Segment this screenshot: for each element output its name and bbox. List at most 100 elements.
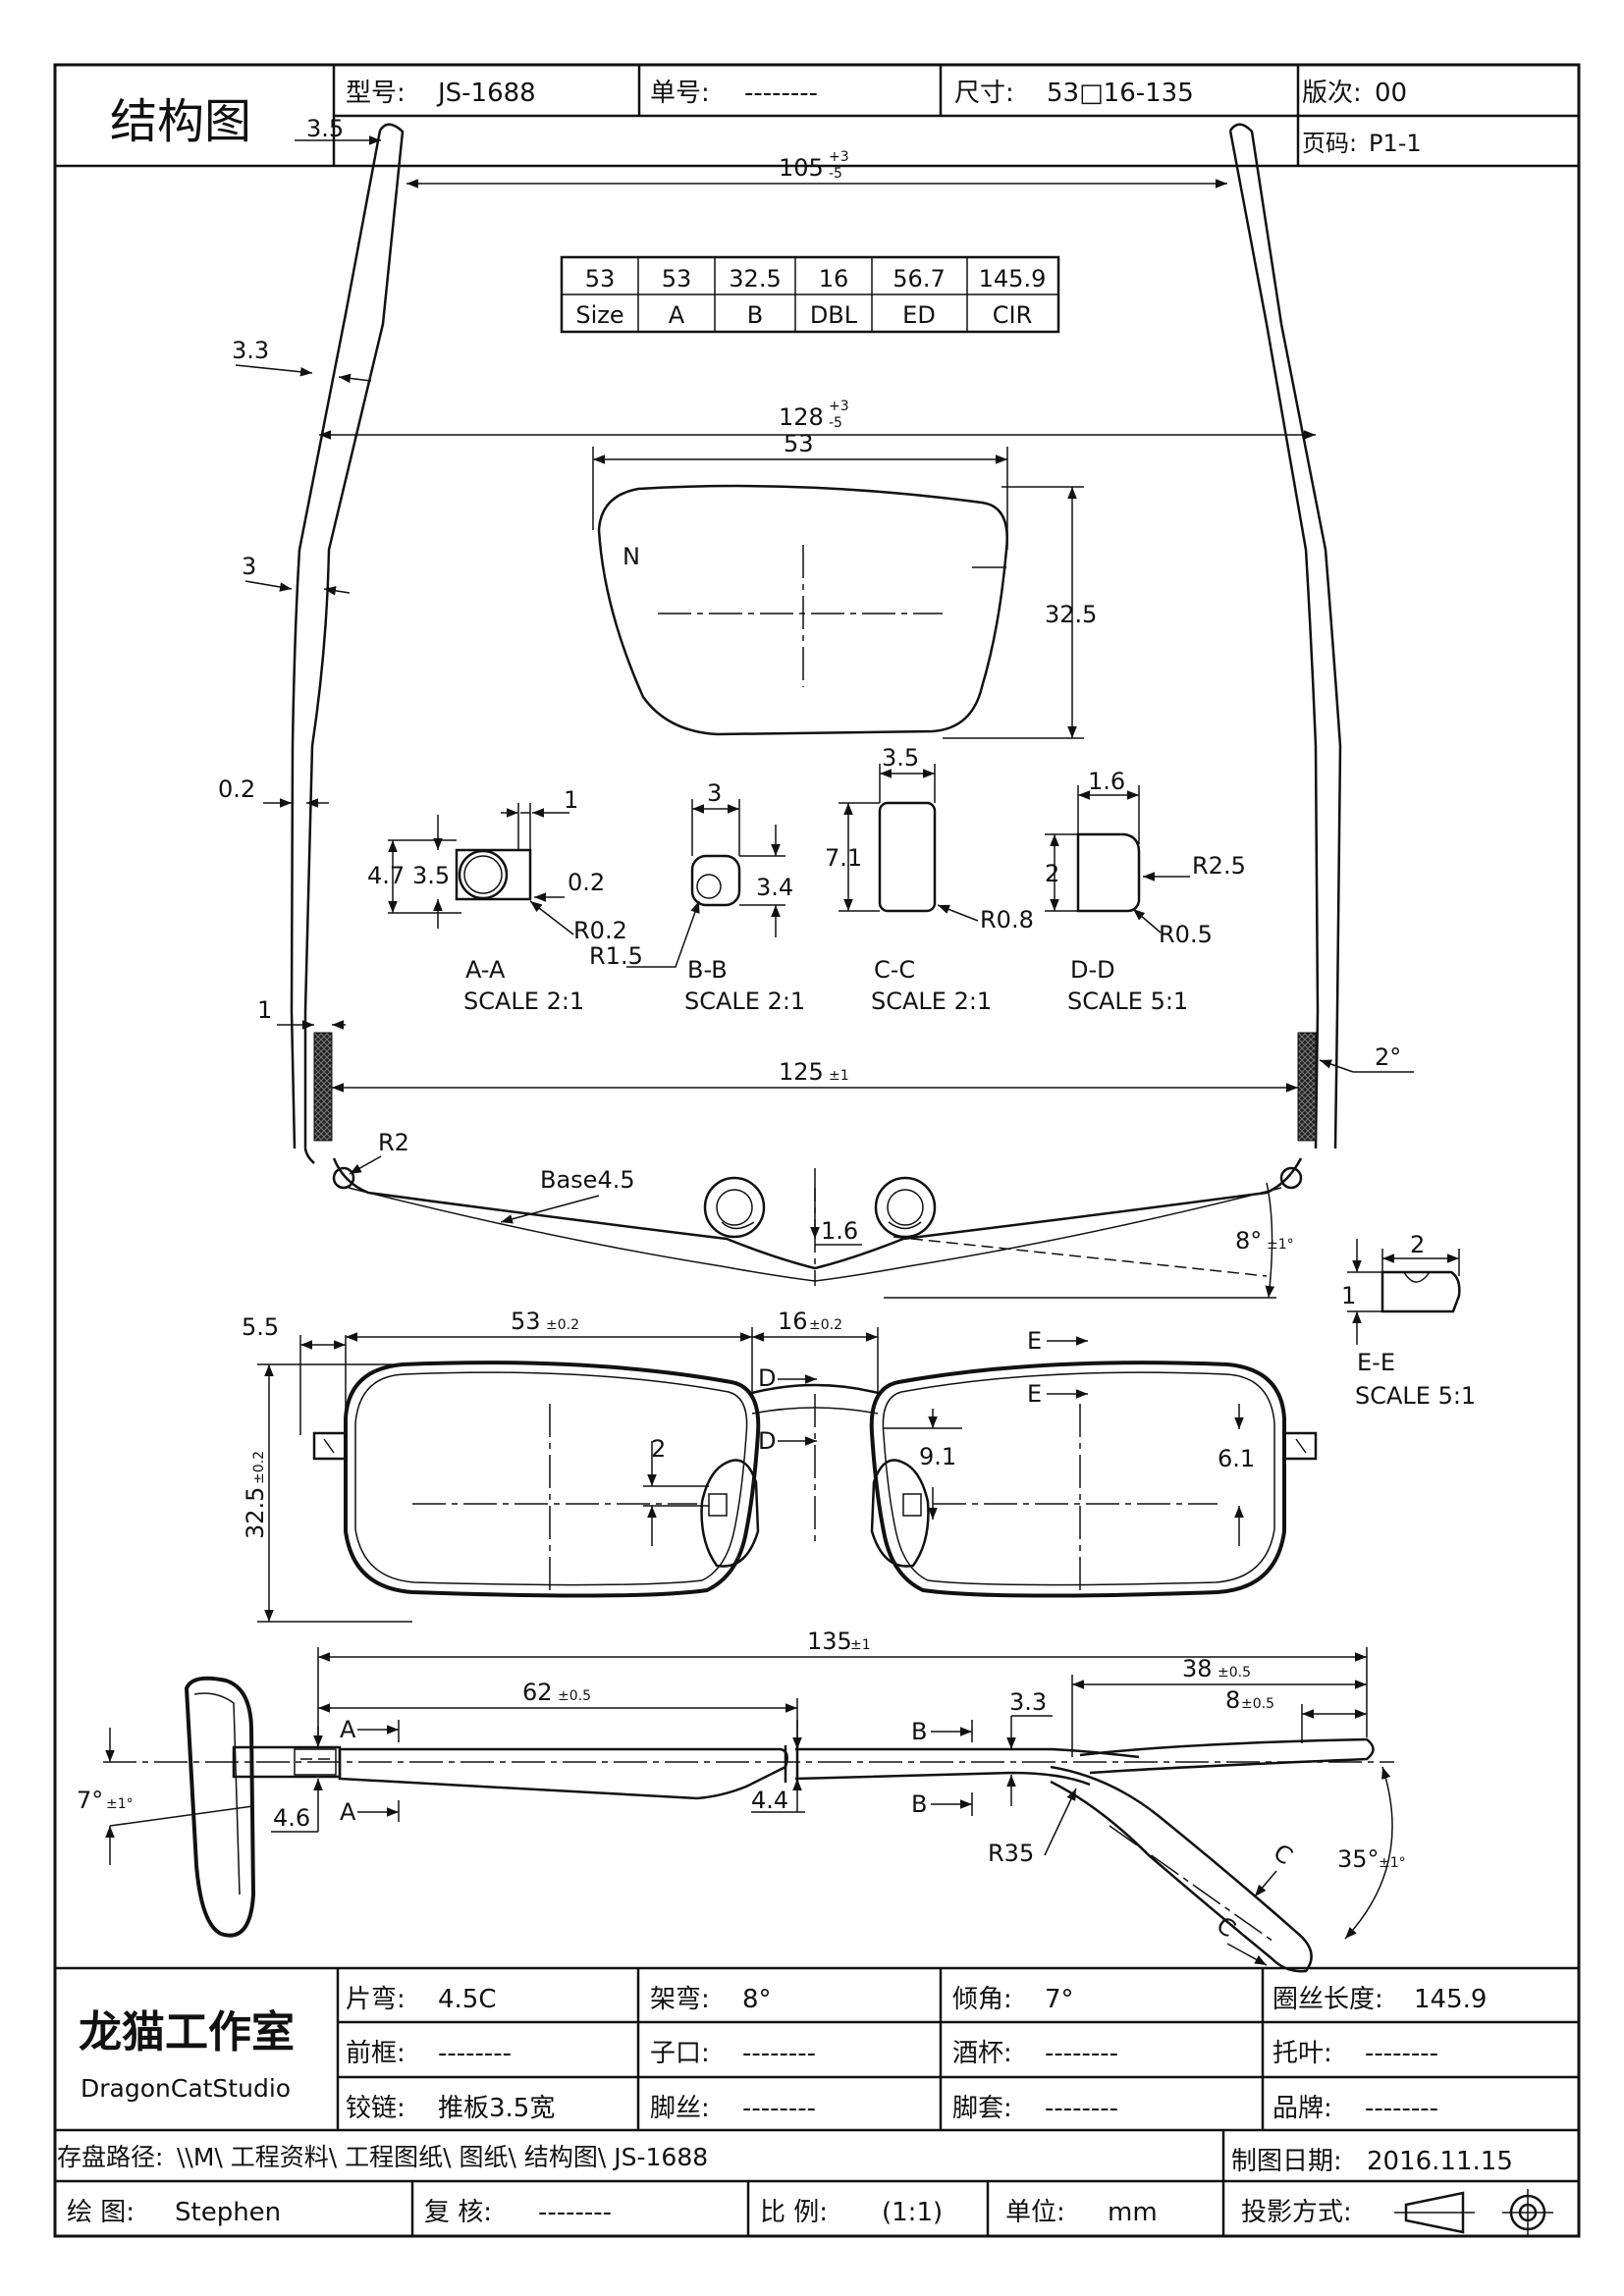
aa-d3: 3.5: [412, 862, 450, 889]
section-cc: 3.5 7.1 R0.8 C-C SCALE 2:1: [825, 744, 1034, 1015]
dim-temple-3: 3: [242, 553, 256, 580]
lens-n-label: N: [623, 543, 640, 570]
aa-scale: SCALE 2:1: [463, 988, 584, 1015]
dd-scale: SCALE 5:1: [1067, 988, 1188, 1015]
front-dim-height: 32.5: [242, 1487, 269, 1539]
side-dim-end-tol: ±0.5: [1241, 1696, 1274, 1712]
dim-hinge-angle: 2°: [1375, 1043, 1401, 1071]
spec-cup-value: --------: [1045, 2039, 1118, 2068]
spec-block-lines: [55, 1966, 1579, 2236]
ee-d2: 1: [1341, 1282, 1356, 1309]
sheet-frame: [53, 63, 1581, 2238]
right-temple: [1228, 123, 1342, 1149]
table-val-size: 53: [585, 265, 616, 293]
draw-date-value: 2016.11.15: [1367, 2147, 1513, 2176]
version-value: 00: [1375, 79, 1407, 108]
side-dim-4-4: 4.4: [751, 1787, 788, 1814]
side-label-b-top: B: [911, 1718, 927, 1745]
aa-d6: R1.5: [589, 942, 643, 970]
dim-temple-tip: 3.5: [306, 115, 344, 142]
studio-name-cn: 龙猫工作室: [79, 2007, 295, 2057]
table-hdr-ed: ED: [902, 301, 936, 329]
dd-d4: R0.5: [1159, 921, 1213, 948]
side-dim-tip-tol: ±0.5: [1218, 1665, 1251, 1681]
side-dim-tip: 38: [1182, 1655, 1213, 1682]
dim-temple-33: 3.3: [232, 337, 269, 364]
order-label: 单号:: [650, 79, 710, 108]
dim-105-tol-up: +3: [829, 149, 849, 165]
spec-hinge-value: 推板3.5宽: [438, 2094, 555, 2123]
table-val-cir: 145.9: [979, 265, 1047, 293]
section-bb: 3 3.4 B-B SCALE 2:1: [626, 779, 805, 1015]
studio-name-en: DragonCatStudio: [81, 2074, 291, 2103]
projection-symbol-icon: [1394, 2189, 1553, 2236]
drawer-value: Stephen: [175, 2198, 281, 2227]
front-label-d-top: D: [758, 1364, 776, 1392]
size-label: 尺寸:: [954, 79, 1014, 108]
spec-tilt-value: 7°: [1045, 1985, 1074, 2014]
side-label-a-top: A: [340, 1716, 356, 1743]
spec-front-value: --------: [438, 2039, 512, 2068]
dim-front-angle: 8°: [1235, 1227, 1262, 1255]
top-view: [290, 123, 1342, 1286]
cc-scale: SCALE 2:1: [871, 988, 992, 1015]
aa-name: A-A: [465, 956, 506, 984]
front-dim-bridge-tol: ±0.2: [809, 1317, 842, 1333]
checker-value: --------: [538, 2198, 612, 2227]
front-dim-lens-tol: ±0.2: [546, 1317, 579, 1333]
unit-label: 单位:: [1005, 2198, 1065, 2227]
front-dim-lens: 53: [511, 1308, 541, 1335]
cc-d2: 7.1: [825, 844, 862, 872]
front-dim-height-tol: ±0.2: [251, 1451, 267, 1484]
aa-d4: 0.2: [568, 869, 605, 896]
dim-r2: R2: [378, 1129, 409, 1156]
right-hinge: [1297, 1032, 1317, 1142]
front-rim-top: [332, 1157, 1303, 1270]
section-dd: 1.6 2 R2.5 R0.5 D-D SCALE 5:1: [1045, 768, 1246, 1015]
drawing-title: 结构图: [110, 94, 251, 149]
table-val-a: 53: [662, 265, 692, 293]
size-value: 53□16-135: [1047, 79, 1194, 108]
spec-frame-curve-value: 8°: [742, 1985, 772, 2014]
left-nosepad-top: [703, 1176, 766, 1239]
side-dimensions: 135 ±1 62 ±0.5 38 ±0.5 8 ±0.5 3.3 4.4 4.…: [77, 1628, 1406, 1966]
spec-block: 龙猫工作室 DragonCatStudio 片弯: 4.5C 架弯: 8° 倾角…: [57, 1985, 1553, 2236]
spec-wire-len-label: 圈丝长度:: [1272, 1985, 1383, 2014]
dim-wire-02: 0.2: [218, 775, 255, 803]
aa-d2: 4.7: [367, 862, 405, 889]
side-dim-total-tol: ±1: [850, 1637, 871, 1653]
spec-wire-len-value: 145.9: [1414, 1985, 1487, 2014]
lens-height: 32.5: [1045, 601, 1097, 628]
side-dim-total: 135: [807, 1628, 852, 1655]
save-path-label: 存盘路径:: [57, 2143, 163, 2171]
table-hdr-a: A: [669, 301, 685, 329]
right-nosepad-top: [874, 1176, 937, 1239]
page-label: 页码:: [1302, 130, 1357, 157]
side-dim-bend-tol: ±1°: [1379, 1855, 1406, 1871]
spec-pad-value: --------: [1365, 2039, 1438, 2068]
side-dim-front: 62: [522, 1679, 553, 1706]
front-label-e-bottom: E: [1027, 1380, 1042, 1408]
aa-d5: R0.2: [573, 917, 627, 944]
cc-d1: 3.5: [882, 744, 919, 772]
front-dim-9-1: 9.1: [919, 1443, 956, 1470]
model-value: JS-1688: [436, 79, 536, 108]
bb-d1: 3: [707, 779, 722, 807]
title-block: 结构图 型号: JS-1688 单号: -------- 尺寸: 53□16-1…: [110, 79, 1422, 157]
top-dimensions: 105 +3 -5 128 +3 -5 3.5 3.3 3 0.2 1 125 …: [218, 115, 1414, 1299]
dim-hinge-1: 1: [257, 996, 272, 1024]
section-ee: 2 1 E-E SCALE 5:1: [1341, 1231, 1476, 1410]
lens-shape: N 53 32.5: [592, 430, 1097, 739]
table-hdr-cir: CIR: [993, 301, 1033, 329]
side-label-b-bottom: B: [911, 1790, 927, 1818]
table-hdr-dbl: DBL: [810, 301, 858, 329]
side-dim-bend: 35°: [1337, 1845, 1380, 1873]
dim-128-tol-dn: -5: [829, 415, 842, 431]
spec-tip-label: 脚套:: [952, 2094, 1012, 2123]
bb-name: B-B: [687, 956, 728, 984]
unit-value: mm: [1108, 2198, 1158, 2227]
side-dim-3-3: 3.3: [1009, 1688, 1047, 1716]
dim-105-tol-dn: -5: [829, 166, 842, 182]
dim-128: 128: [779, 403, 824, 431]
dim-bridge-drop: 1.6: [821, 1217, 858, 1245]
